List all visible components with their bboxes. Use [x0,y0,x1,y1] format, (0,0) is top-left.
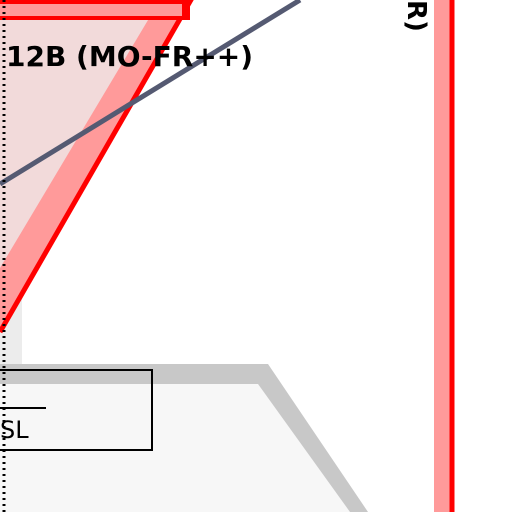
sl-box [0,369,153,451]
red-triangle-region [0,0,194,334]
right-bar-label: R) [401,0,431,32]
red-triangle-label: 12B (MO-FR++) [6,40,253,73]
slate-connector-line [0,0,302,187]
right-red-bar [434,0,455,512]
gray-trapezoid-shape [0,364,368,512]
